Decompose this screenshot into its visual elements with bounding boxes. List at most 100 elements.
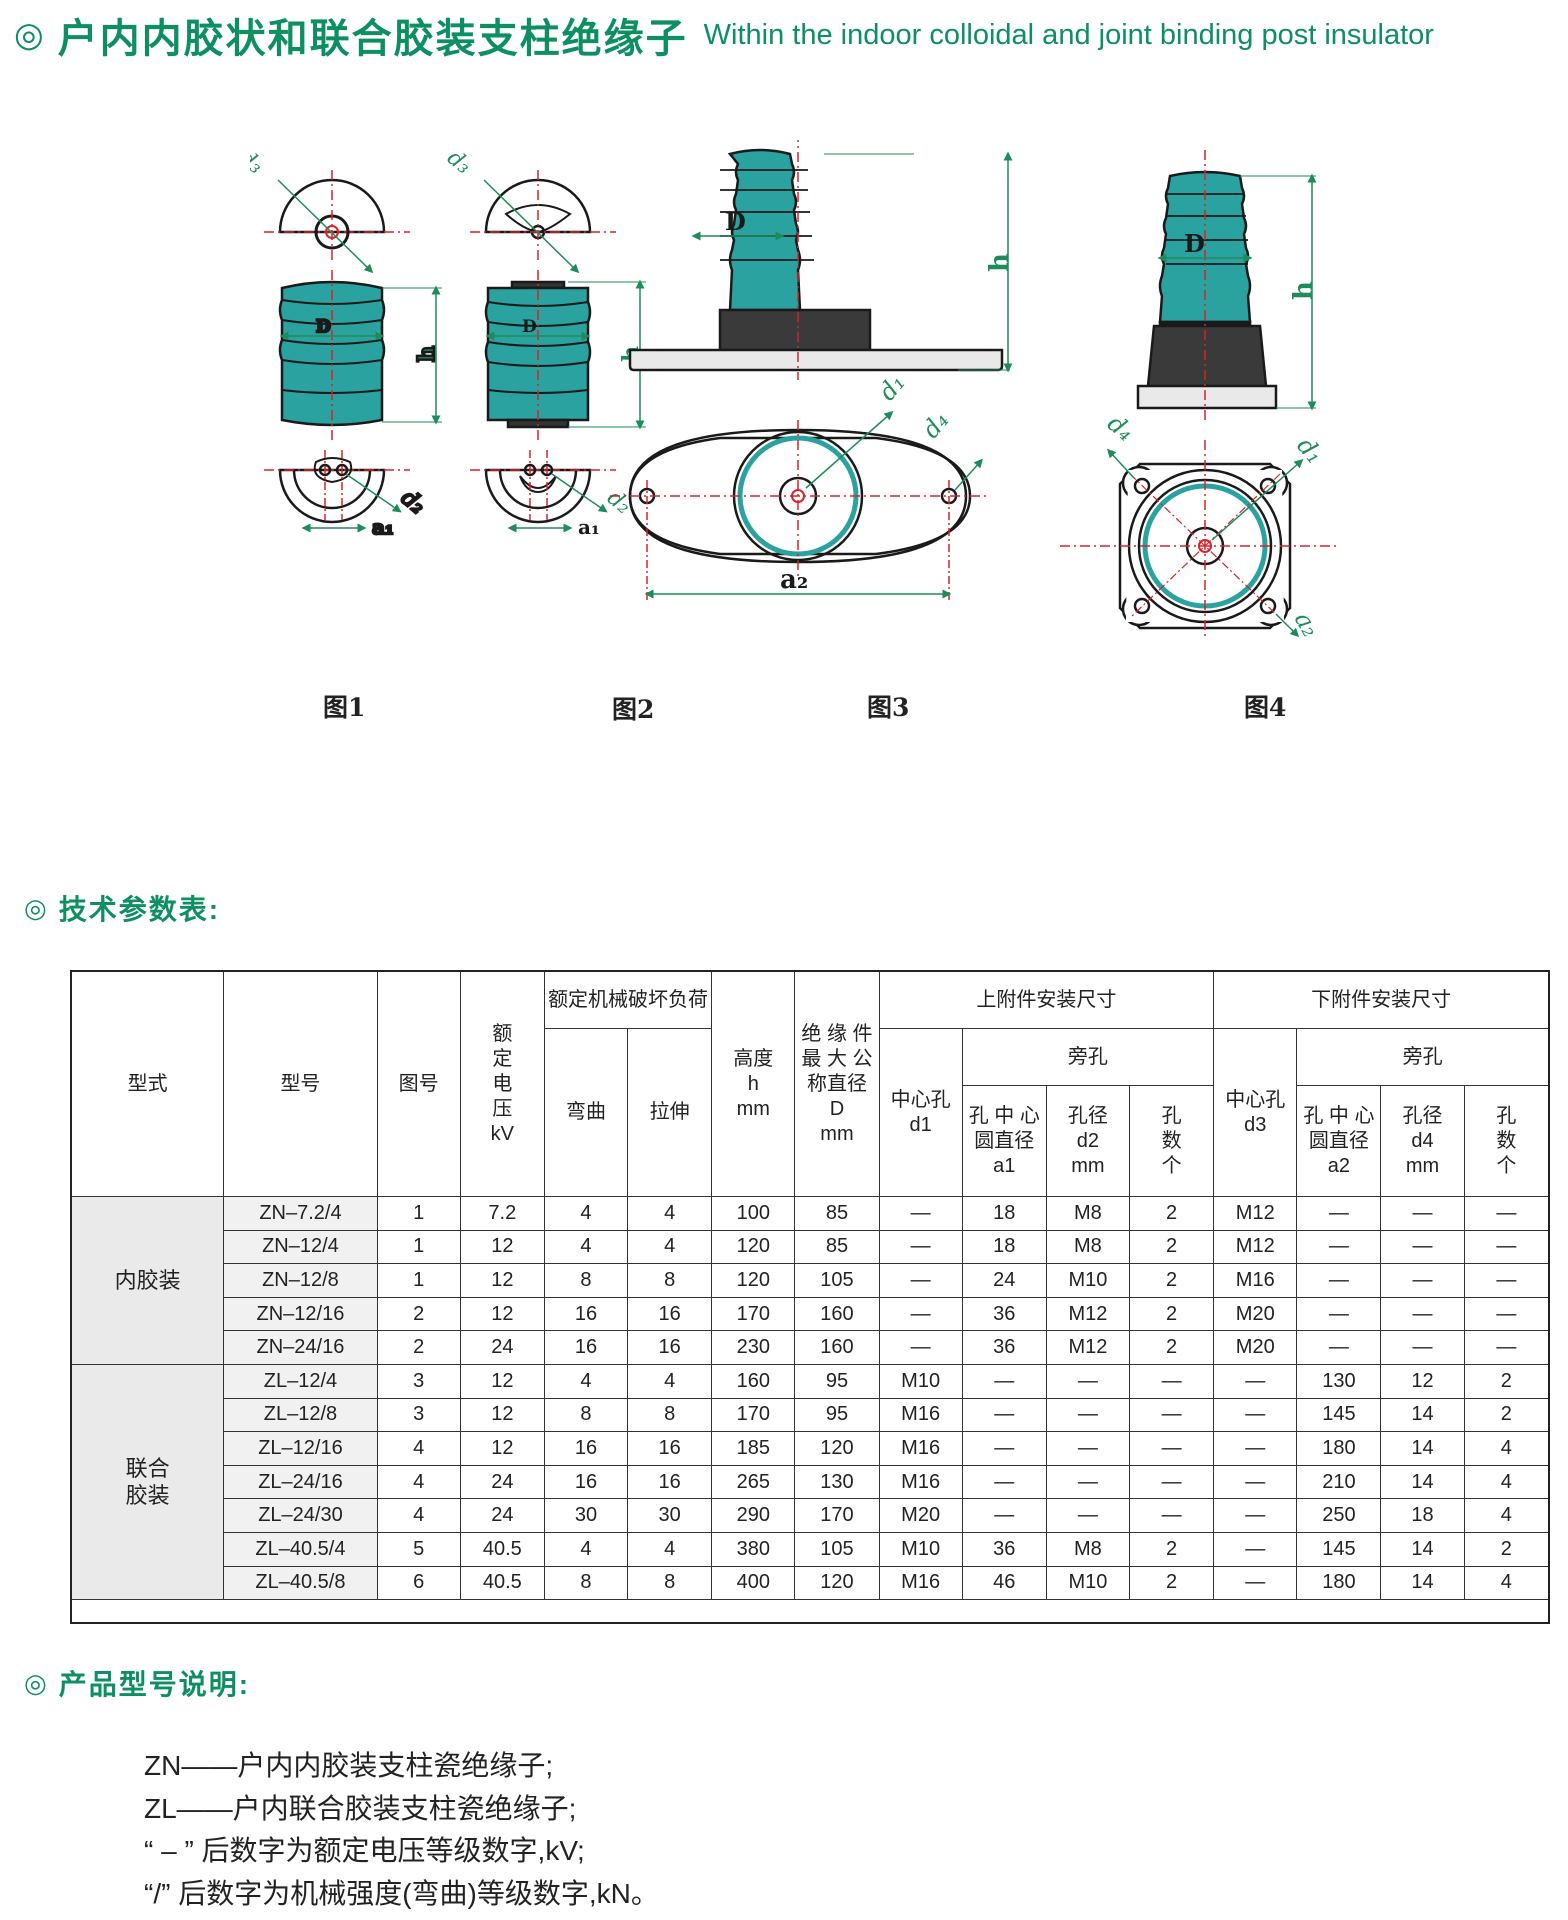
model-cell: ZL–12/16	[223, 1431, 378, 1466]
value-cell: —	[1128, 1363, 1215, 1399]
value-cell: —	[1380, 1229, 1465, 1265]
header-lower-count: 孔数个	[1463, 1085, 1550, 1197]
svg-text:D: D	[522, 317, 537, 337]
value-cell: 2	[1128, 1263, 1215, 1298]
tech-params-title: 技术参数表:	[58, 894, 221, 925]
value-cell: —	[1380, 1296, 1465, 1332]
header-model: 型号	[223, 971, 378, 1197]
header-lower-group: 下附件安装尺寸	[1213, 971, 1549, 1029]
value-cell: 1	[376, 1263, 461, 1298]
value-cell: —	[1296, 1196, 1382, 1231]
fig3-body-main: D h d₁ d₄ a₂	[610, 140, 1015, 600]
value-cell: 145	[1296, 1397, 1382, 1433]
value-cell: 265	[711, 1464, 796, 1500]
value-cell: 145	[1296, 1531, 1382, 1567]
value-cell: 1	[376, 1229, 461, 1265]
value-cell: 46	[961, 1565, 1047, 1601]
value-cell: 16	[627, 1330, 713, 1365]
value-cell: 170	[711, 1397, 796, 1433]
value-cell: 4	[543, 1229, 629, 1265]
value-cell: 4	[627, 1196, 713, 1231]
value-cell: 130	[1296, 1363, 1382, 1399]
tech-params-heading: ◎ 技术参数表:	[24, 888, 220, 928]
svg-text:D: D	[725, 207, 746, 236]
value-cell: 24	[459, 1464, 545, 1500]
value-cell: —	[1213, 1531, 1298, 1567]
value-cell: —	[1213, 1363, 1298, 1399]
value-cell: 85	[794, 1229, 880, 1265]
header-load-group: 额定机械破坏负荷	[543, 971, 713, 1029]
value-cell: 400	[711, 1565, 796, 1601]
value-cell: 4	[627, 1363, 713, 1399]
value-cell: 16	[543, 1330, 629, 1365]
fig4-body-main: D h d₁	[1060, 150, 1340, 642]
svg-text:d₃: d₃	[442, 145, 476, 179]
svg-text:a₁: a₁	[578, 515, 600, 539]
value-cell: 12	[1380, 1363, 1465, 1399]
value-cell: 36	[961, 1296, 1047, 1332]
value-cell: 8	[543, 1565, 629, 1601]
value-cell: —	[1380, 1330, 1465, 1365]
value-cell: 120	[794, 1431, 880, 1466]
value-cell: —	[1463, 1263, 1550, 1298]
figure-1-drawing: d₃	[250, 145, 410, 274]
value-cell: 12	[459, 1363, 545, 1399]
value-cell: M20	[1213, 1296, 1298, 1332]
value-cell: 2	[1463, 1531, 1550, 1567]
value-cell: 14	[1380, 1565, 1465, 1601]
model-cell: ZN–24/16	[223, 1330, 378, 1365]
value-cell: —	[1128, 1397, 1215, 1433]
value-cell: 4	[1463, 1431, 1550, 1466]
product-model-title: 产品型号说明:	[58, 1669, 251, 1700]
page-title-english: Within the indoor colloidal and joint bi…	[703, 18, 1434, 51]
value-cell: 2	[1128, 1531, 1215, 1567]
value-cell: 1	[376, 1196, 461, 1231]
header-fig-no: 图号	[376, 971, 461, 1197]
value-cell: 12	[459, 1229, 545, 1265]
value-cell: M8	[1045, 1196, 1131, 1231]
value-cell: —	[1463, 1330, 1550, 1365]
value-cell: 4	[627, 1229, 713, 1265]
value-cell: 105	[794, 1531, 880, 1567]
value-cell: —	[878, 1263, 963, 1298]
value-cell: 18	[961, 1229, 1047, 1265]
header-tension: 拉伸	[627, 1028, 713, 1197]
value-cell: M16	[878, 1397, 963, 1433]
value-cell: 8	[627, 1565, 713, 1601]
model-cell: ZL–24/16	[223, 1464, 378, 1500]
value-cell: 2	[1128, 1565, 1215, 1601]
value-cell: 160	[794, 1330, 880, 1365]
svg-text:a₁: a₁	[372, 515, 394, 539]
svg-text:a₂: a₂	[780, 565, 808, 595]
value-cell: M10	[878, 1531, 963, 1567]
value-cell: 95	[794, 1397, 880, 1433]
value-cell: 2	[376, 1330, 461, 1365]
insulator-drawings: d₃	[250, 140, 1400, 740]
value-cell: 100	[711, 1196, 796, 1231]
model-cell: ZL–40.5/4	[223, 1531, 378, 1567]
value-cell: —	[1213, 1464, 1298, 1500]
note-line: ZN——户内内胶装支柱瓷绝缘子;	[144, 1750, 554, 1781]
value-cell: —	[1213, 1498, 1298, 1533]
value-cell: 2	[1128, 1229, 1215, 1265]
value-cell: M8	[1045, 1229, 1131, 1265]
insulator-figures-full-svg: D h d₂ a₁ d₃	[264, 140, 1340, 642]
model-cell: ZN–7.2/4	[223, 1196, 378, 1231]
value-cell: 8	[543, 1397, 629, 1433]
page-header: ◎ 户内内胶状和联合胶装支柱绝缘子 Within the indoor coll…	[14, 6, 1434, 64]
value-cell: 4	[376, 1431, 461, 1466]
value-cell: 40.5	[459, 1565, 545, 1601]
value-cell: 12	[459, 1263, 545, 1298]
value-cell: M10	[1045, 1565, 1131, 1601]
value-cell: 6	[376, 1565, 461, 1601]
value-cell: —	[878, 1330, 963, 1365]
value-cell: —	[961, 1431, 1047, 1466]
value-cell: 170	[794, 1498, 880, 1533]
value-cell: 95	[794, 1363, 880, 1399]
